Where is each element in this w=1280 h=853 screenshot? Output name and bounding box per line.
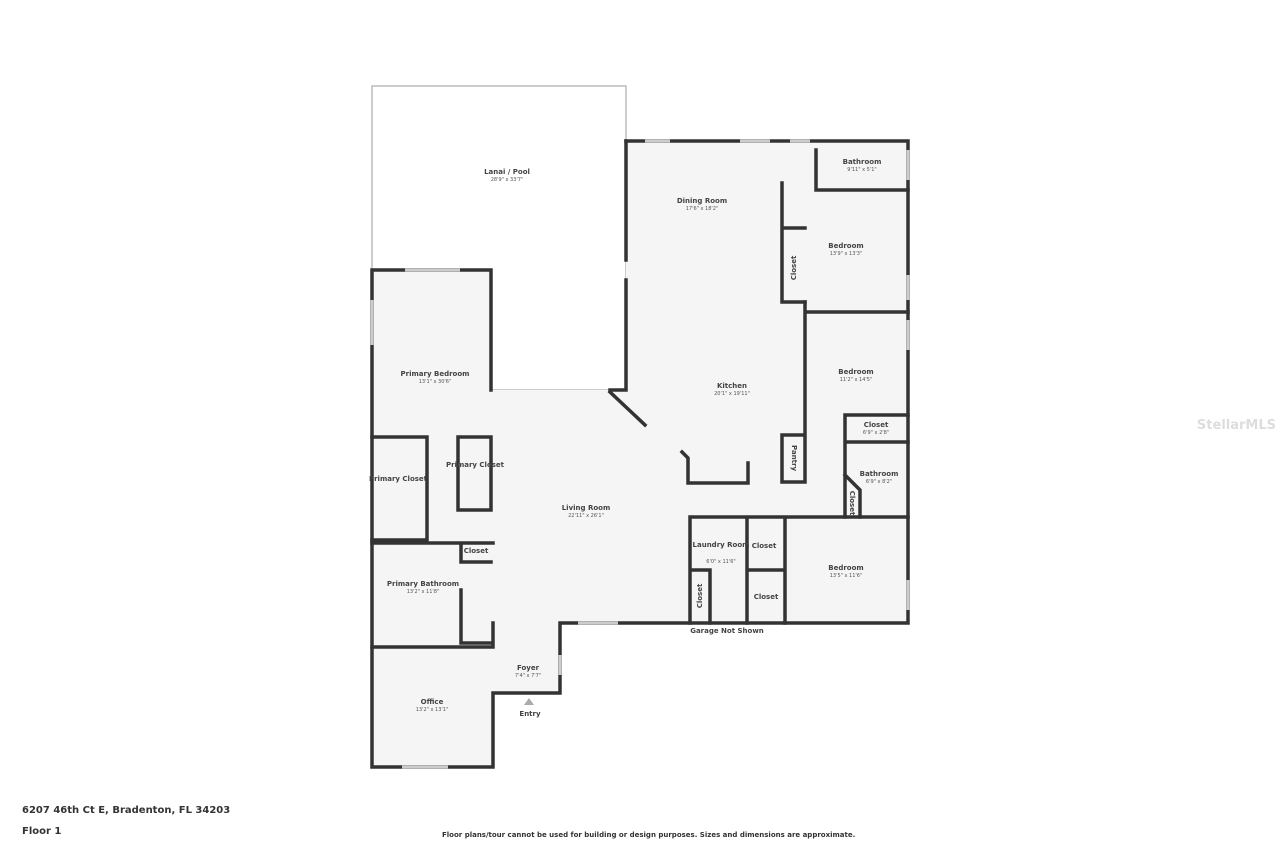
room-dims: 6'0" x 11'6" <box>706 559 735 565</box>
entry-arrow-icon <box>524 698 534 705</box>
disclaimer: Floor plans/tour cannot be used for buil… <box>442 831 856 839</box>
house-floor <box>372 141 908 767</box>
room-dims: 7'4" x 7'7" <box>515 673 541 679</box>
room-label: Primary Bathroom <box>387 580 459 588</box>
room-dims: 28'9" x 33'7" <box>491 177 524 183</box>
room-label: Closet <box>754 593 779 601</box>
room-label: Bedroom <box>838 368 873 376</box>
room-dims: 6'9" x 2'8" <box>863 430 889 436</box>
garage-note: Garage Not Shown <box>690 627 764 635</box>
room-label: Closet <box>696 583 704 608</box>
room-dims: 22'11" x 26'1" <box>568 513 604 519</box>
room-dims: 11'2" x 14'5" <box>840 377 873 383</box>
room-label: Pantry <box>790 445 798 471</box>
room-dims: 9'11" x 5'1" <box>847 167 876 173</box>
room-dims: 20'1" x 19'11" <box>714 391 750 397</box>
watermark: StellarMLS <box>1196 418 1276 433</box>
room-dims: 13'2" x 13'1" <box>416 707 449 713</box>
address: 6207 46th Ct E, Bradenton, FL 34203 <box>22 805 231 816</box>
room-label: Bathroom <box>843 158 882 166</box>
room-dims: 6'9" x 8'2" <box>866 479 892 485</box>
room-dims: 13'1" x 30'6" <box>419 379 452 385</box>
room-label: Lanai / Pool <box>484 168 530 176</box>
room-label: Closet <box>752 542 777 550</box>
room-label: Bedroom <box>828 242 863 250</box>
room-label: Closet <box>790 255 798 280</box>
room-label: Office <box>421 698 444 706</box>
room-label: Bathroom <box>860 470 899 478</box>
room-label: Primary Closet <box>369 475 428 483</box>
room-dims: 17'6" x 18'2" <box>686 206 719 212</box>
room-label: Foyer <box>517 664 540 672</box>
room-label: Laundry Room <box>693 541 750 549</box>
room-dims: 13'9" x 13'3" <box>830 251 863 257</box>
room-label: Primary Bedroom <box>401 370 470 378</box>
windows <box>370 139 910 769</box>
room-label: Dining Room <box>677 197 727 205</box>
room-label: Closet <box>848 491 856 516</box>
entry-label: Entry <box>519 710 541 718</box>
floor-label: Floor 1 <box>22 826 62 837</box>
room-dims: 13'2" x 11'8" <box>407 589 440 595</box>
room-label: Primary Closet <box>446 461 505 469</box>
room-label: Bedroom <box>828 564 863 572</box>
room-label: Living Room <box>562 504 611 512</box>
room-label: Closet <box>864 421 889 429</box>
room-dims: 13'5" x 11'6" <box>830 573 863 579</box>
room-label: Closet <box>464 547 489 555</box>
room-label: Kitchen <box>717 382 747 390</box>
